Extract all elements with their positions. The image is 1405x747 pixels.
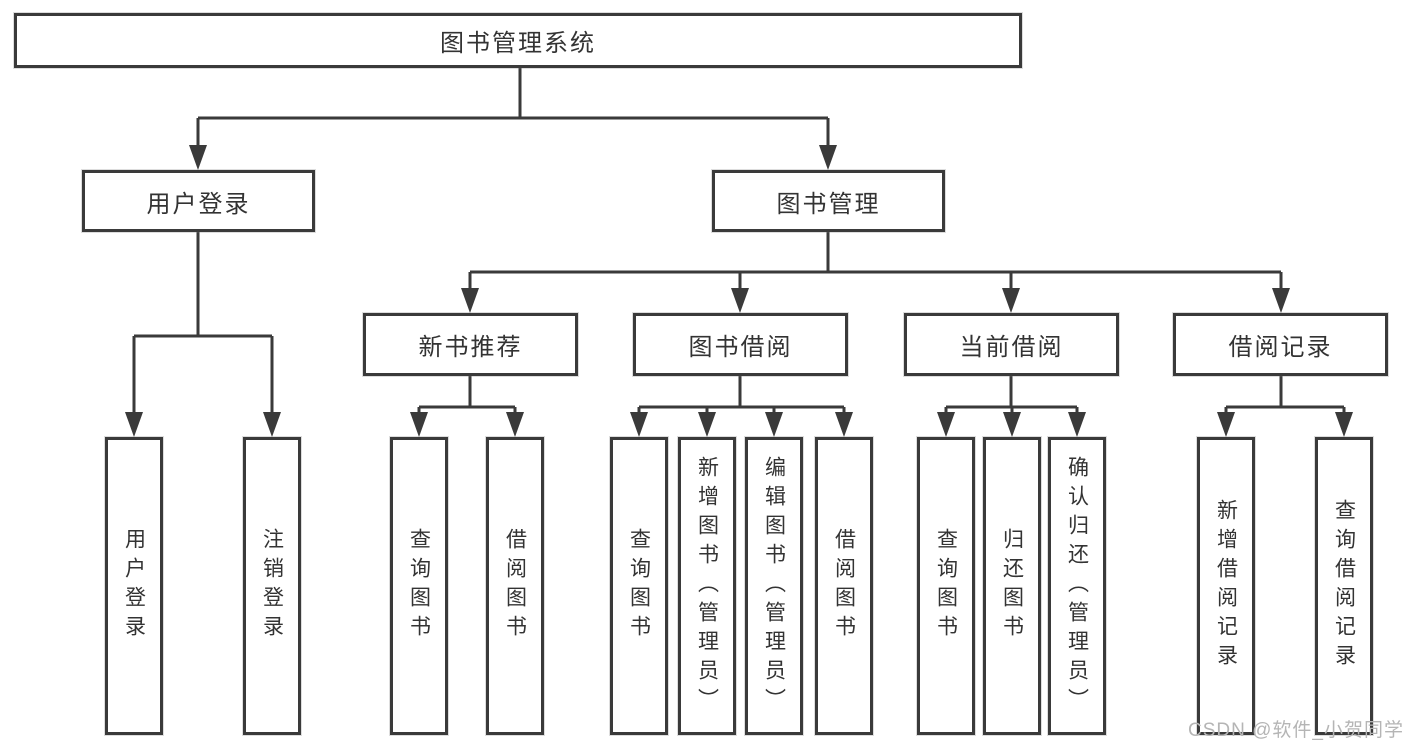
leaf-borrow-books-newbook: 借阅图书 xyxy=(486,437,544,735)
leaf-query-borrow-record-label: 查询借阅记录 xyxy=(1332,499,1356,673)
node-book-management: 图书管理 xyxy=(712,170,945,232)
leaf-query-books-current-label: 查询图书 xyxy=(934,528,958,644)
leaf-add-books-admin: 新增图书（管理员） xyxy=(678,437,736,735)
csdn-watermark: CSDN @软件_小贺同学 xyxy=(1188,720,1404,741)
connector-root-to-level2 xyxy=(189,68,837,170)
node-user-login: 用户登录 xyxy=(82,170,315,232)
node-new-book-recommend: 新书推荐 xyxy=(363,313,578,376)
connector-book-management-children xyxy=(461,232,1290,313)
leaf-add-borrow-record: 新增借阅记录 xyxy=(1197,437,1255,735)
leaf-query-books-borrow: 查询图书 xyxy=(610,437,668,735)
leaf-query-books-current: 查询图书 xyxy=(917,437,975,735)
leaf-query-borrow-record: 查询借阅记录 xyxy=(1315,437,1373,735)
leaf-borrow-books-newbook-label: 借阅图书 xyxy=(503,528,527,644)
connector-book-borrow-children xyxy=(630,376,853,437)
leaf-edit-books-admin: 编辑图书（管理员） xyxy=(745,437,803,735)
node-current-borrow: 当前借阅 xyxy=(904,313,1119,376)
leaf-confirm-return-admin: 确认归还（管理员） xyxy=(1048,437,1106,735)
leaf-confirm-return-admin-label: 确认归还（管理员） xyxy=(1065,455,1089,717)
connector-new-book-children xyxy=(410,376,524,437)
leaf-user-login: 用户登录 xyxy=(105,437,163,735)
leaf-user-login-label: 用户登录 xyxy=(122,528,146,644)
leaf-query-books-borrow-label: 查询图书 xyxy=(627,528,651,644)
connector-borrow-record-children xyxy=(1217,376,1353,437)
leaf-borrow-books: 借阅图书 xyxy=(815,437,873,735)
connector-user-login-children xyxy=(125,232,281,437)
leaf-logout-label: 注销登录 xyxy=(260,528,284,644)
leaf-query-books-newbook-label: 查询图书 xyxy=(407,528,431,644)
leaf-add-borrow-record-label: 新增借阅记录 xyxy=(1214,499,1238,673)
node-library-management-system: 图书管理系统 xyxy=(14,13,1022,68)
leaf-add-books-admin-label: 新增图书（管理员） xyxy=(695,455,719,717)
leaf-return-books-label: 归还图书 xyxy=(1000,528,1024,644)
leaf-borrow-books-label: 借阅图书 xyxy=(832,528,856,644)
leaf-return-books: 归还图书 xyxy=(983,437,1041,735)
node-borrow-record: 借阅记录 xyxy=(1173,313,1388,376)
connector-current-borrow-children xyxy=(937,376,1086,437)
leaf-edit-books-admin-label: 编辑图书（管理员） xyxy=(762,455,786,717)
node-book-borrow: 图书借阅 xyxy=(633,313,848,376)
leaf-query-books-newbook: 查询图书 xyxy=(390,437,448,735)
leaf-logout: 注销登录 xyxy=(243,437,301,735)
